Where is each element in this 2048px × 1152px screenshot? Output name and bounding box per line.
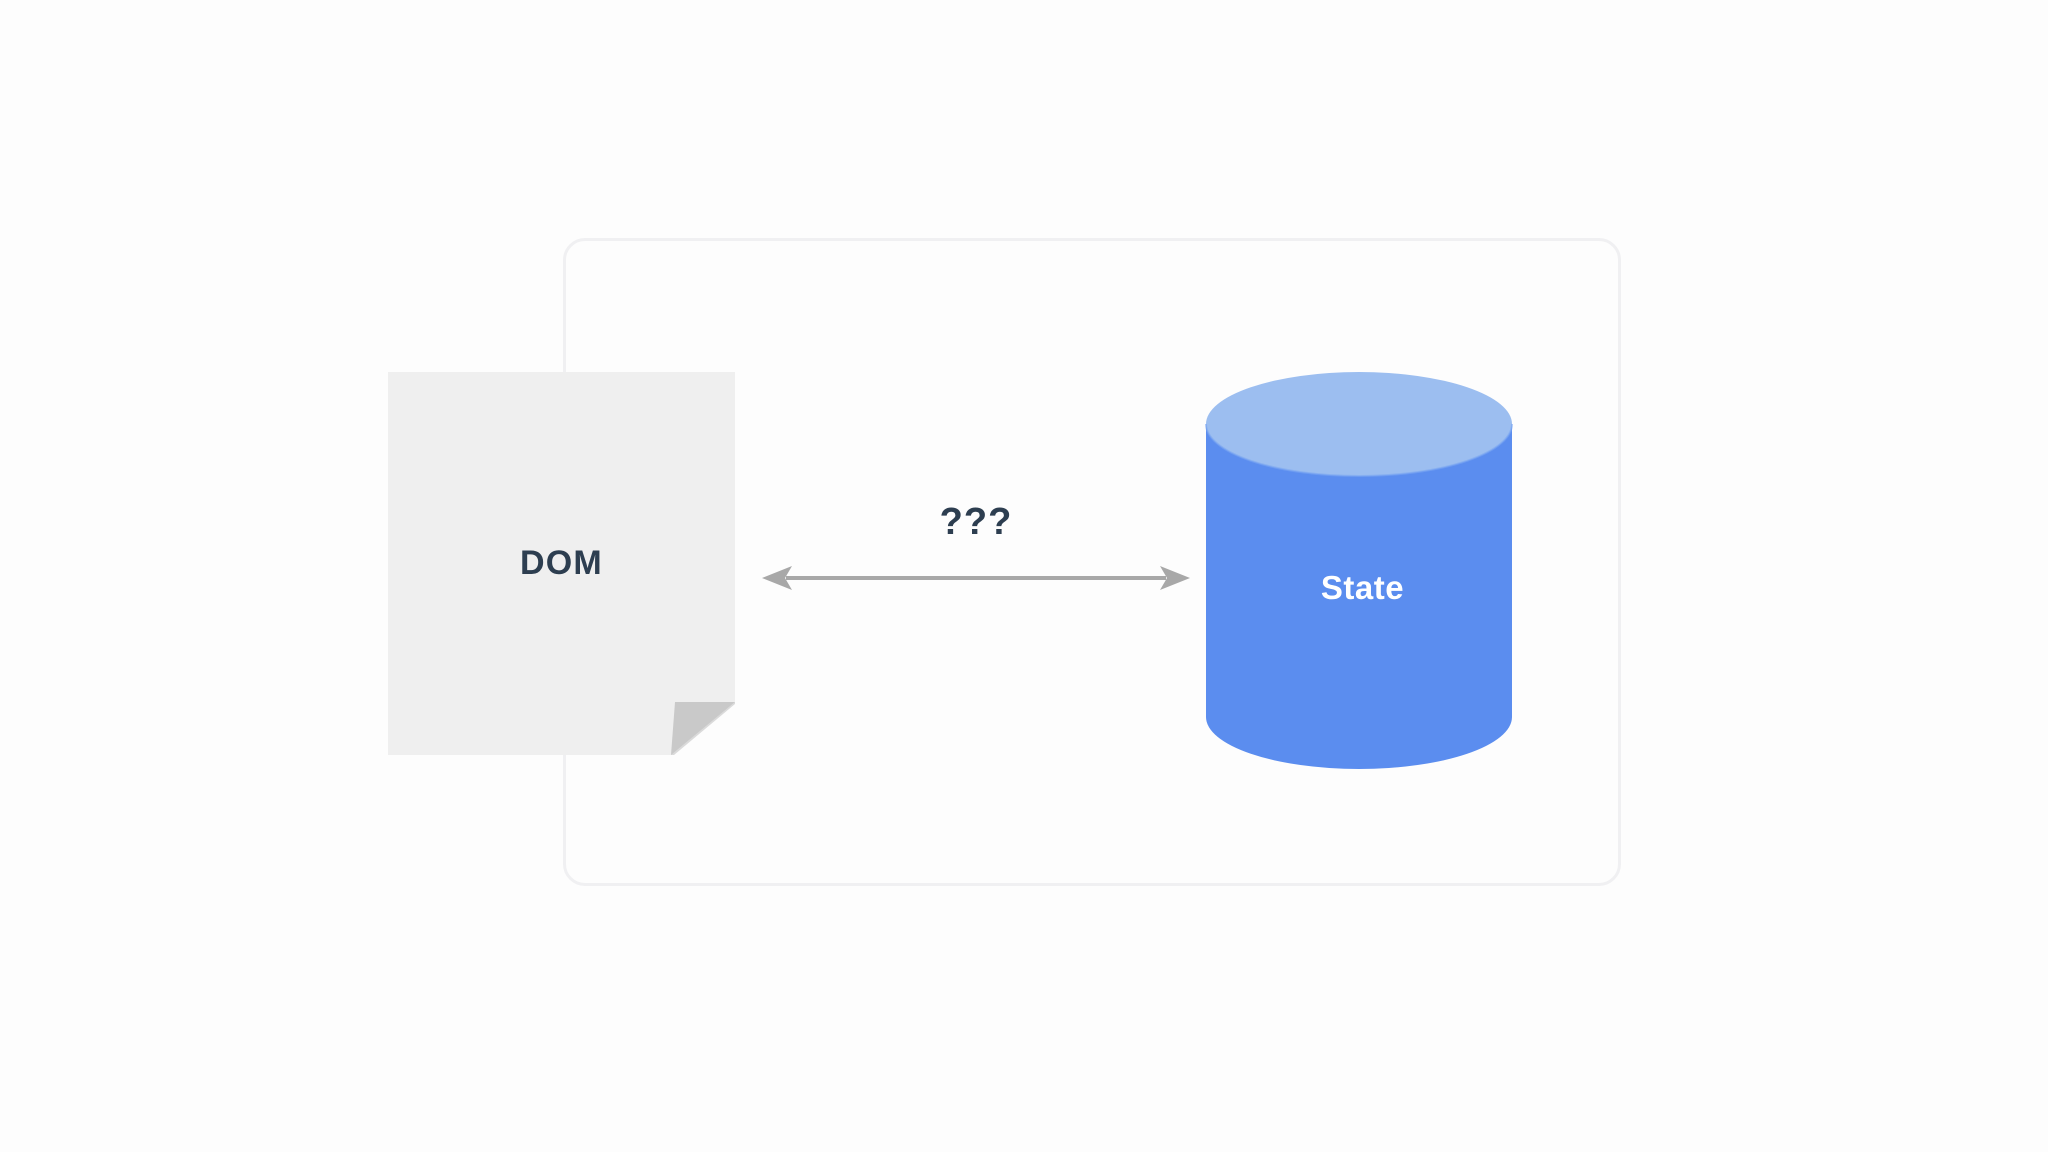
state-node[interactable]: State	[1200, 372, 1525, 777]
document-shape-icon	[388, 372, 735, 755]
dom-node-label: DOM	[520, 544, 603, 582]
state-node-label: State	[1320, 568, 1405, 606]
bidirectional-arrow-icon	[762, 566, 1190, 590]
dom-state-connector[interactable]: ???	[760, 495, 1192, 615]
dom-node[interactable]: DOM	[388, 372, 735, 755]
database-cylinder-icon	[1205, 372, 1513, 769]
connector-label: ???	[939, 501, 1013, 543]
